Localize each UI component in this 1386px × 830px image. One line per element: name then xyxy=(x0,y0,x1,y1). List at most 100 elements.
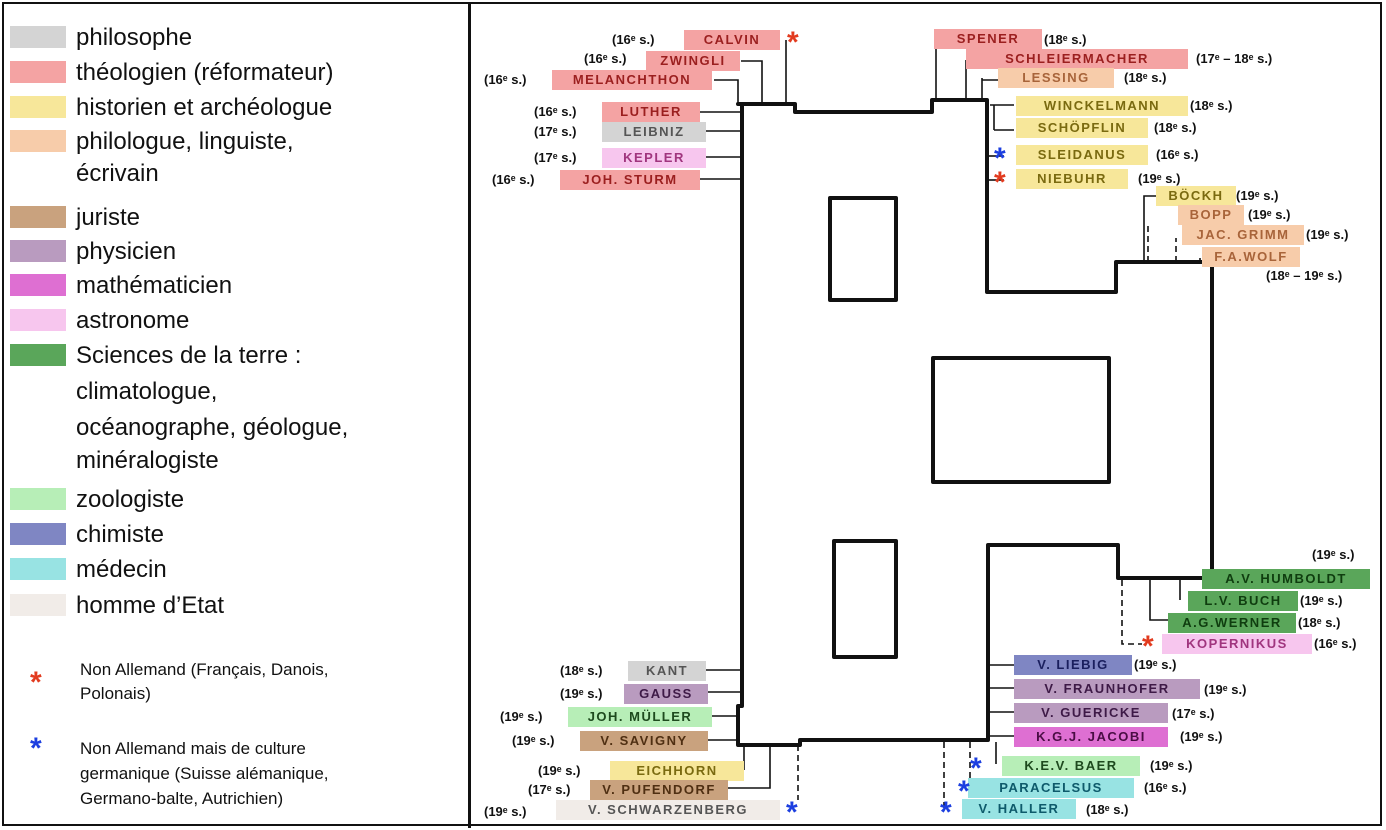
legend-label: juriste xyxy=(76,204,141,231)
legend-swatch xyxy=(10,61,66,83)
blue-star-icon: * xyxy=(786,796,798,829)
label-pufendorf: V. PUFENDORF xyxy=(590,780,728,800)
red-star-icon: * xyxy=(1142,630,1154,663)
label-savigny: V. SAVIGNY xyxy=(580,731,708,751)
blue-star-icon: * xyxy=(970,752,982,785)
century-kopernikus: (16ᵉ s.) xyxy=(1314,636,1357,651)
label-zwingli: ZWINGLI xyxy=(646,51,740,71)
label-fa-wolf: F.A.WOLF xyxy=(1202,247,1300,267)
note-blue-line2: germanique (Suisse alémanique, xyxy=(80,764,329,783)
legend-label-cont: climatologue, xyxy=(76,378,218,405)
legend-swatch xyxy=(10,488,66,510)
label-joh-sturm: JOH. STURM xyxy=(560,170,700,190)
legend-label: philosophe xyxy=(76,24,193,51)
century-haller: (18ᵉ s.) xyxy=(1086,802,1129,817)
label-winckelmann: WINCKELMANN xyxy=(1016,96,1188,116)
blue-star-icon: * xyxy=(958,775,970,808)
legend-label: chimiste xyxy=(76,521,165,548)
legend-swatch xyxy=(10,26,66,48)
legend-swatch xyxy=(10,309,66,331)
century-lessing: (18ᵉ s.) xyxy=(1124,70,1167,85)
legend-label: zoologiste xyxy=(76,486,185,513)
century-schleiermacher: (17ᵉ – 18ᵉ s.) xyxy=(1196,51,1273,66)
building-outline xyxy=(736,98,1214,747)
century-savigny: (19ᵉ s.) xyxy=(512,733,555,748)
century-ag-werner: (18ᵉ s.) xyxy=(1298,615,1341,630)
panel-divider xyxy=(468,2,471,828)
label-spener: SPENER xyxy=(934,29,1042,49)
legend-label: médecin xyxy=(76,556,167,583)
label-leibniz: LEIBNIZ xyxy=(602,122,706,142)
label-bockh: BÖCKH xyxy=(1156,186,1236,206)
label-kopernikus: KOPERNIKUS xyxy=(1162,634,1312,654)
legend-swatch xyxy=(10,206,66,228)
legend-label: physicien xyxy=(76,238,177,265)
blue-star-icon: * xyxy=(30,732,42,765)
label-ag-werner: A.G.WERNER xyxy=(1168,613,1296,633)
century-fraunhofer: (19ᵉ s.) xyxy=(1204,682,1247,697)
label-bopp: BOPP xyxy=(1178,205,1244,225)
label-paracelsus: PARACELSUS xyxy=(968,778,1134,798)
century-luther: (16ᵉ s.) xyxy=(534,104,577,119)
label-niebuhr: NIEBUHR xyxy=(1016,169,1128,189)
legend-label: astronome xyxy=(76,307,190,334)
legend-swatch xyxy=(10,558,66,580)
label-kant: KANT xyxy=(628,661,706,681)
century-calvin: (16ᵉ s.) xyxy=(612,32,655,47)
red-star-icon: * xyxy=(30,666,42,699)
legend-swatch xyxy=(10,274,66,296)
legend-label: mathématicien xyxy=(76,272,233,299)
legend-swatch xyxy=(10,96,66,118)
century-fa-wolf: (18ᵉ – 19ᵉ s.) xyxy=(1266,268,1343,283)
label-melanchthon: MELANCHTHON xyxy=(552,70,712,90)
legend-label: philologue, linguiste, xyxy=(76,128,294,155)
note-red-line1: Non Allemand (Français, Danois, xyxy=(80,660,329,679)
label-liebig: V. LIEBIG xyxy=(1014,655,1132,675)
legend-swatch xyxy=(10,594,66,616)
century-leibniz: (17ᵉ s.) xyxy=(534,124,577,139)
century-av-humboldt: (19ᵉ s.) xyxy=(1312,547,1355,562)
century-joh-muller: (19ᵉ s.) xyxy=(500,709,543,724)
century-paracelsus: (16ᵉ s.) xyxy=(1144,780,1187,795)
century-baer: (19ᵉ s.) xyxy=(1150,758,1193,773)
label-haller: V. HALLER xyxy=(962,799,1076,819)
century-zwingli: (16ᵉ s.) xyxy=(584,51,627,66)
legend-label: homme d’Etat xyxy=(76,592,225,619)
inner-room-middle xyxy=(931,356,1111,484)
note-blue-line3: Germano-balte, Autrichien) xyxy=(80,789,284,808)
legend-label-cont: océanographe, géologue, xyxy=(76,414,349,441)
inner-room-top xyxy=(828,196,898,302)
label-lessing: LESSING xyxy=(998,68,1114,88)
century-jacobi: (19ᵉ s.) xyxy=(1180,729,1223,744)
legend-label: Sciences de la terre : xyxy=(76,342,302,369)
century-jac-grimm: (19ᵉ s.) xyxy=(1306,227,1349,242)
label-luther: LUTHER xyxy=(602,102,700,122)
legend-label: théologien (réformateur) xyxy=(76,59,334,86)
legend-swatch xyxy=(10,130,66,152)
legend-swatch xyxy=(10,523,66,545)
century-eichhorn: (19ᵉ s.) xyxy=(538,763,581,778)
label-sleidanus: SLEIDANUS xyxy=(1016,145,1148,165)
century-bockh: (19ᵉ s.) xyxy=(1236,188,1279,203)
label-av-humboldt: A.V. HUMBOLDT xyxy=(1202,569,1370,589)
label-jacobi: K.G.J. JACOBI xyxy=(1014,727,1168,747)
century-guericke: (17ᵉ s.) xyxy=(1172,706,1215,721)
label-gauss: GAUSS xyxy=(624,684,708,704)
label-jac-grimm: JAC. GRIMM xyxy=(1182,225,1304,245)
note-red-line2: Polonais) xyxy=(80,684,151,703)
century-melanchthon: (16ᵉ s.) xyxy=(484,72,527,87)
blue-star-icon: * xyxy=(994,142,1006,175)
legend-swatch xyxy=(10,240,66,262)
inner-room-bottom xyxy=(832,539,898,659)
label-schopflin: SCHÖPFLIN xyxy=(1016,118,1148,138)
century-joh-sturm: (16ᵉ s.) xyxy=(492,172,535,187)
label-kepler: KEPLER xyxy=(602,148,706,168)
century-lv-buch: (19ᵉ s.) xyxy=(1300,593,1343,608)
label-fraunhofer: V. FRAUNHOFER xyxy=(1014,679,1200,699)
legend-label-cont: écrivain xyxy=(76,160,159,187)
century-schwarzenberg: (19ᵉ s.) xyxy=(484,804,527,819)
label-lv-buch: L.V. BUCH xyxy=(1188,591,1298,611)
century-bopp: (19ᵉ s.) xyxy=(1248,207,1291,222)
